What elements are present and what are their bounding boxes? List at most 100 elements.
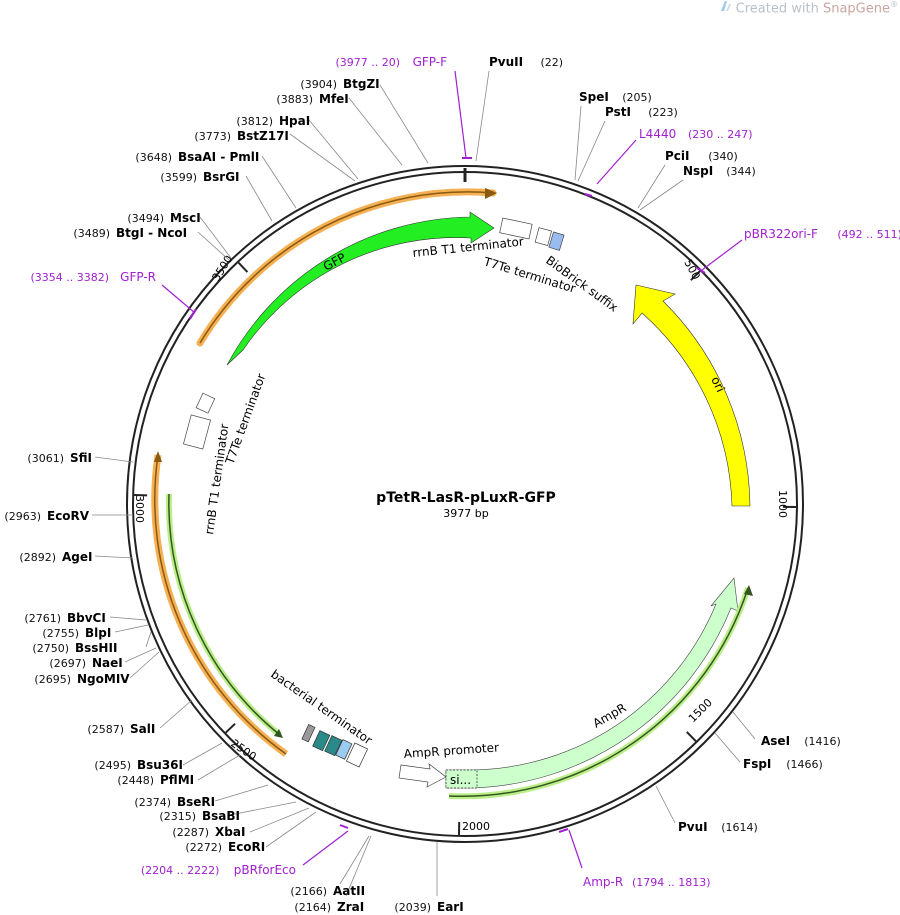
site-bbvci[interactable]: (2761)BbvCI	[24, 611, 105, 625]
site-xbai[interactable]: (2287)XbaI	[172, 825, 245, 839]
site-name-fspi: FspI	[743, 757, 771, 771]
green-arc-arrowhead	[744, 585, 753, 596]
primer-sites: GFP-F(3977 .. 20) L4440(230 .. 247) pBR322…	[30, 55, 900, 889]
site-pvui[interactable]: PvuI(1614)	[678, 820, 758, 834]
site-name-bseri: BseRI	[177, 795, 215, 809]
site-bstz17i[interactable]: (3773)BstZ17I	[194, 129, 288, 143]
site-ecorv[interactable]: (2963)EcoRV	[4, 509, 89, 523]
site-mfei[interactable]: (3883) MfeI	[276, 92, 348, 106]
site-ecori[interactable]: (2272)EcoRI	[185, 840, 265, 854]
site-ngomiv[interactable]: (2695)NgoMIV	[34, 672, 130, 686]
bacterial-term-white	[345, 742, 369, 768]
label-ampr-promoter: AmpR promoter	[403, 740, 499, 761]
site-pos-bsaai: (3648)	[135, 151, 172, 164]
site-line-bbvci	[109, 616, 147, 621]
site-line-bsshii	[145, 631, 152, 648]
site-name-sali: SalI	[130, 722, 155, 736]
site-line-bsabi	[229, 801, 297, 816]
feature-green-arc-left-core	[168, 493, 281, 736]
watermark-mark: ®	[890, 0, 898, 9]
site-fspi[interactable]: FspI (1466)	[743, 757, 823, 771]
site-pos-ecori: (2272)	[185, 841, 222, 854]
site-agei[interactable]: (2892)AgeI	[19, 550, 92, 564]
site-aatii[interactable]: (2166)AatII	[290, 884, 365, 898]
site-sali[interactable]: (2587)SalI	[87, 722, 155, 736]
site-pos-pvuii: (22)	[541, 56, 564, 69]
site-line-bstz17i	[289, 133, 356, 182]
site-pvuii[interactable]: PvuII (22)	[489, 55, 563, 69]
site-name-btgzi: BtgZI	[343, 77, 380, 91]
site-bsrgi[interactable]: (3599)BsrGI	[160, 170, 239, 184]
site-name-nspi: NspI	[683, 164, 713, 178]
primer-amp-r[interactable]: Amp-R (1794 .. 1813)	[583, 875, 711, 889]
primer-line-gfp-r	[161, 284, 196, 314]
primer-name-amp-r: Amp-R	[583, 875, 623, 889]
site-pos-bsabi: (2315)	[159, 810, 196, 823]
primer-marker-1	[584, 193, 593, 197]
site-line-sfii	[94, 456, 134, 463]
site-name-spei: SpeI	[579, 90, 609, 104]
site-line-fspi	[714, 732, 741, 763]
site-msci[interactable]: (3494)MscI	[127, 211, 200, 225]
site-sfii[interactable]: (3061)SfiI	[27, 451, 92, 465]
primer-pbrforeco[interactable]: pBRforEco(2204 .. 2222)	[141, 863, 296, 877]
site-bsu36i[interactable]: (2495)Bsu36I	[94, 758, 183, 772]
site-spei[interactable]: SpeI(205)	[579, 90, 652, 104]
primer-gfp-r[interactable]: GFP-R(3354 .. 3382)	[30, 270, 156, 284]
site-eari[interactable]: (2039)EarI	[394, 900, 463, 914]
site-pos-pvui: (1614)	[721, 821, 758, 834]
site-pcii[interactable]: PciI (340)	[665, 149, 738, 163]
primer-marker-2	[696, 267, 706, 274]
site-bsaai[interactable]: (3648)BsaAI - PmlI	[135, 150, 259, 164]
primer-marker-4	[339, 824, 349, 829]
site-name-aatii: AatII	[333, 884, 365, 898]
site-psti[interactable]: PstI(223)	[605, 105, 678, 119]
bacterial-term-teal1	[312, 730, 331, 752]
site-line-psti	[577, 120, 606, 182]
site-name-agei: AgeI	[62, 550, 92, 564]
site-name-sfii: SfiI	[70, 451, 92, 465]
site-name-hpai: HpaI	[279, 114, 310, 128]
site-btgi[interactable]: (3489)BtgI - NcoI	[73, 226, 187, 240]
bacterial-term-blue	[335, 739, 353, 760]
site-name-btgi: BtgI - NcoI	[116, 226, 187, 240]
site-pos-nspi: (344)	[726, 165, 756, 178]
label-rrnb-left: rrnB T1 terminator	[202, 423, 231, 536]
site-hpai[interactable]: (3812)HpaI	[236, 114, 310, 128]
primer-l4440[interactable]: L4440(230 .. 247)	[639, 127, 753, 141]
site-line-spei	[574, 105, 582, 181]
primer-range-pbr322ori-f: (492 .. 511)	[837, 228, 900, 241]
site-nspi[interactable]: NspI (344)	[683, 164, 756, 178]
site-bseri[interactable]: (2374) BseRI	[134, 795, 215, 809]
primer-range-amp-r: (1794 .. 1813)	[632, 876, 711, 889]
site-naei[interactable]: (2697)NaeI	[49, 656, 122, 670]
primer-gfp-f[interactable]: GFP-F(3977 .. 20)	[335, 55, 447, 69]
primer-pbr322ori-f[interactable]: pBR322ori-F(492 .. 511)	[744, 227, 900, 241]
restriction-sites: PvuII (22) SpeI(205)PstI(223) PciI (340)NspI…	[4, 55, 840, 914]
site-zrai[interactable]: (2164)ZraI	[294, 900, 364, 914]
snapgene-logo-icon	[720, 1, 736, 16]
site-name-pcii: PciI	[665, 149, 690, 163]
t7te-box-left	[195, 392, 216, 414]
site-name-mfei: MfeI	[319, 92, 349, 106]
site-pos-bseri: (2374)	[134, 796, 171, 809]
site-pos-ngomiv: (2695)	[34, 673, 71, 686]
site-line-bsrgi	[245, 175, 273, 222]
site-blpi[interactable]: (2755)BlpI	[42, 626, 111, 640]
site-pflmi[interactable]: (2448)PflMI	[117, 773, 194, 787]
site-bsabi[interactable]: (2315)BsaBI	[159, 809, 240, 823]
site-name-pvuii: PvuII	[489, 55, 523, 69]
site-btgzi[interactable]: (3904)BtgZI	[300, 77, 379, 91]
site-pos-pcii: (340)	[708, 150, 738, 163]
site-asei[interactable]: AseI(1416)	[761, 734, 841, 748]
site-pos-asei: (1416)	[804, 735, 841, 748]
site-bsshii[interactable]: (2750)BssHII	[32, 641, 117, 655]
site-line-bsaai	[261, 155, 297, 209]
orange-arc-arrowhead	[485, 188, 497, 199]
site-line-pflmi	[197, 754, 241, 781]
feature-ampr-promoter	[398, 763, 447, 788]
site-pos-mfei: (3883)	[276, 93, 313, 106]
bacterial-term-grey	[301, 724, 316, 743]
site-pos-fspi: (1466)	[786, 758, 823, 771]
